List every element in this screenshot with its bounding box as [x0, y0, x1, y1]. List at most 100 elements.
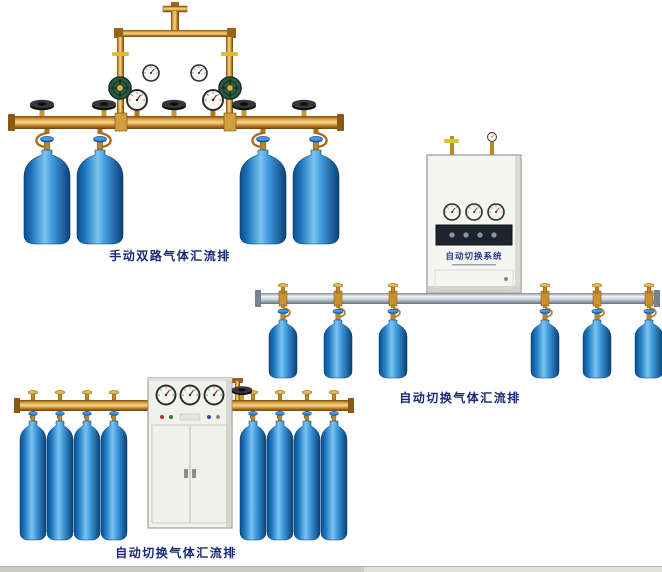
cylinder-body	[530, 319, 560, 379]
cylinder-valve-icon	[591, 308, 603, 321]
control-cabinet	[147, 377, 233, 529]
manifold-pipe	[255, 290, 660, 307]
cylinder-body	[239, 420, 267, 541]
indicator-light	[216, 415, 220, 419]
cylinder-body	[23, 149, 71, 245]
cylinder-valve-icon	[28, 411, 38, 422]
pigtail-hoses	[35, 129, 328, 149]
cylinder-body	[378, 319, 408, 379]
cylinder-valve-icon	[302, 411, 312, 422]
shutoff-handwheel-icon	[162, 99, 186, 116]
pipe-valve-icon	[27, 390, 39, 401]
product-label-auto-switch-floor: 自动切换气体汇流排	[115, 546, 237, 560]
cylinder-valve-icon	[275, 411, 285, 422]
cabinet-handle	[184, 469, 188, 478]
indicator-light	[207, 415, 211, 419]
gas-cylinder	[23, 135, 71, 245]
product-label-manual-dual: 手动双路气体汇流排	[109, 249, 231, 263]
shutoff-handwheel-icon	[231, 386, 253, 400]
gas-cylinder	[323, 308, 353, 379]
pipe-valve-icon	[54, 390, 66, 401]
page-bottom-divider	[0, 566, 662, 572]
gas-cylinder	[100, 411, 128, 541]
pressure-gauge-icon	[442, 202, 462, 222]
cylinder-body	[76, 149, 124, 245]
cylinder-body	[582, 319, 612, 379]
pressure-gauge-icon	[202, 383, 226, 407]
product-image-manual-dual-manifold	[0, 0, 352, 270]
nameplate	[179, 413, 201, 421]
product-label-auto-switch-wall: 自动切换气体汇流排	[399, 391, 521, 405]
gas-cylinder	[266, 411, 294, 541]
manifold-shutoff-handwheels	[30, 99, 316, 116]
cylinder-body	[293, 420, 321, 541]
cylinder-valve-icon	[387, 308, 399, 321]
cylinder-valve-icon	[643, 308, 655, 321]
cylinder-body	[100, 420, 128, 541]
cylinder-body	[266, 420, 294, 541]
pressure-gauge-icon	[178, 383, 202, 407]
indicator-light	[463, 232, 469, 238]
cabinet-handle	[504, 277, 508, 281]
cylinder-valve-icon	[55, 411, 65, 422]
gas-cylinder	[634, 308, 662, 379]
regulator-handwheel-icon	[108, 76, 132, 100]
gas-cylinder	[268, 308, 298, 379]
gas-cylinder	[582, 308, 612, 379]
indicator-light	[449, 232, 455, 238]
pressure-gauge-icon	[464, 202, 484, 222]
pipe-valve-icon	[274, 390, 286, 401]
cylinder-body	[268, 319, 298, 379]
indicator-light	[169, 415, 173, 419]
shutoff-handwheel-icon	[292, 99, 316, 116]
gas-cylinder	[530, 308, 560, 379]
auto-switch-floor-illustration	[14, 377, 354, 541]
cylinder-valve-icon	[329, 411, 339, 422]
cylinder-valve-icon	[93, 135, 107, 151]
gas-cylinder	[19, 411, 47, 541]
cylinder-valve-icon	[332, 308, 344, 321]
cylinder-valve-icon	[40, 135, 54, 151]
cylinder-body	[73, 420, 101, 541]
manifold-pipe	[8, 108, 344, 132]
gas-cylinder	[293, 411, 321, 541]
product-image-auto-switch-floor	[10, 373, 370, 568]
gas-cylinder	[46, 411, 74, 541]
gas-cylinder	[73, 411, 101, 541]
indicator-light	[491, 232, 497, 238]
pipe-valve-icon	[301, 390, 313, 401]
cylinder-valve-icon	[109, 411, 119, 422]
shutoff-handwheel-icon	[92, 99, 116, 116]
control-cabinet: 自动切换系统	[426, 131, 522, 294]
cylinder-body	[19, 420, 47, 541]
cylinder-valve-icon	[82, 411, 92, 422]
indicator-light	[477, 232, 483, 238]
cylinder-valve-icon	[248, 411, 258, 422]
regulator-handwheel-icon	[218, 76, 242, 100]
gas-cylinder	[239, 411, 267, 541]
pipe-valve-icon	[81, 390, 93, 401]
cabinet-handle	[192, 469, 196, 478]
gas-cylinder	[76, 135, 124, 245]
manual-dual-manifold-illustration	[8, 2, 344, 245]
cylinder-body	[323, 319, 353, 379]
cylinder-body	[634, 319, 662, 379]
cylinder-valve-icon	[277, 308, 289, 321]
left-regulator-station	[108, 63, 161, 112]
cylinder-body	[46, 420, 74, 541]
cylinder-valve-icon	[539, 308, 551, 321]
pressure-gauge-icon	[486, 131, 498, 143]
pressure-gauge-icon	[141, 63, 161, 83]
gas-cylinder	[378, 308, 408, 379]
indicator-light	[160, 415, 164, 419]
pressure-gauge-icon	[154, 383, 178, 407]
pipe-valve-icon	[108, 390, 120, 401]
cabinet-title: 自动切换系统	[445, 251, 502, 262]
auto-switch-wall-illustration: 自动切换系统	[255, 131, 662, 379]
product-image-auto-switch-wall: 自动切换系统	[255, 130, 662, 410]
cylinder-body	[320, 420, 348, 541]
gas-cylinder	[320, 411, 348, 541]
pressure-gauge-icon	[189, 63, 209, 83]
indicator-panel	[435, 224, 513, 246]
